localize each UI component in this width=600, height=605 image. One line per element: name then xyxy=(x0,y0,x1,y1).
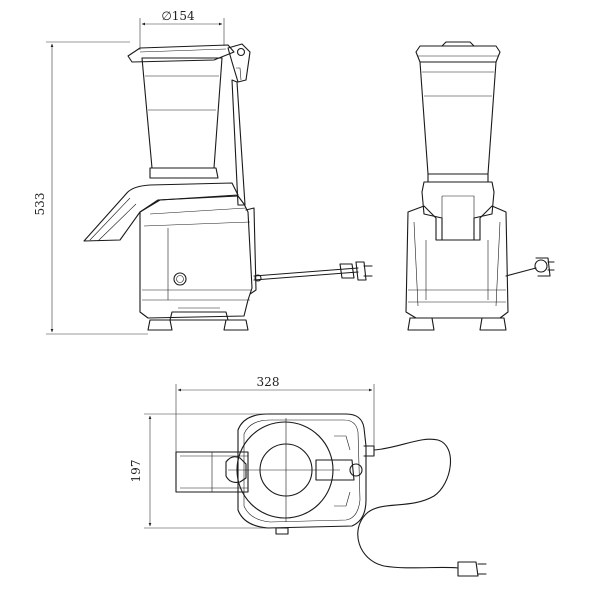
top-plug xyxy=(457,561,479,577)
top-housing xyxy=(237,413,367,529)
width-dimension-label: 197 xyxy=(129,460,143,483)
side-cord xyxy=(253,267,359,277)
front-lid xyxy=(415,45,501,63)
length-dimension: 328 xyxy=(175,375,375,452)
front-foot-left xyxy=(407,317,435,331)
length-dimension-label: 328 xyxy=(257,375,280,389)
side-view xyxy=(83,43,373,331)
side-plug xyxy=(355,261,367,281)
front-foot-right xyxy=(479,317,507,331)
side-jar xyxy=(141,57,223,169)
top-lid-tab xyxy=(225,456,247,483)
side-body xyxy=(139,195,253,319)
top-latch xyxy=(315,459,355,481)
side-lid xyxy=(127,44,235,63)
front-jar xyxy=(419,61,497,175)
front-upper-body xyxy=(421,181,495,241)
side-latch xyxy=(227,43,251,83)
top-cord xyxy=(357,438,459,569)
width-dimension: 197 xyxy=(129,413,268,529)
top-view xyxy=(175,413,487,577)
front-view xyxy=(405,41,555,331)
height-dimension-label: 533 xyxy=(33,193,47,216)
top-chute xyxy=(175,451,249,493)
diameter-dimension-label: ∅154 xyxy=(161,9,195,23)
front-cord xyxy=(505,267,537,277)
front-lid-cap xyxy=(441,41,475,47)
side-chute xyxy=(83,182,239,242)
side-foot-right xyxy=(223,319,249,331)
diameter-dimension: ∅154 xyxy=(139,9,225,50)
side-foot-left xyxy=(147,319,173,331)
height-dimension: 533 xyxy=(33,41,148,335)
side-jar-collar xyxy=(149,167,219,179)
front-body xyxy=(405,205,509,319)
side-control-knob xyxy=(173,272,187,286)
front-plug xyxy=(534,259,548,273)
